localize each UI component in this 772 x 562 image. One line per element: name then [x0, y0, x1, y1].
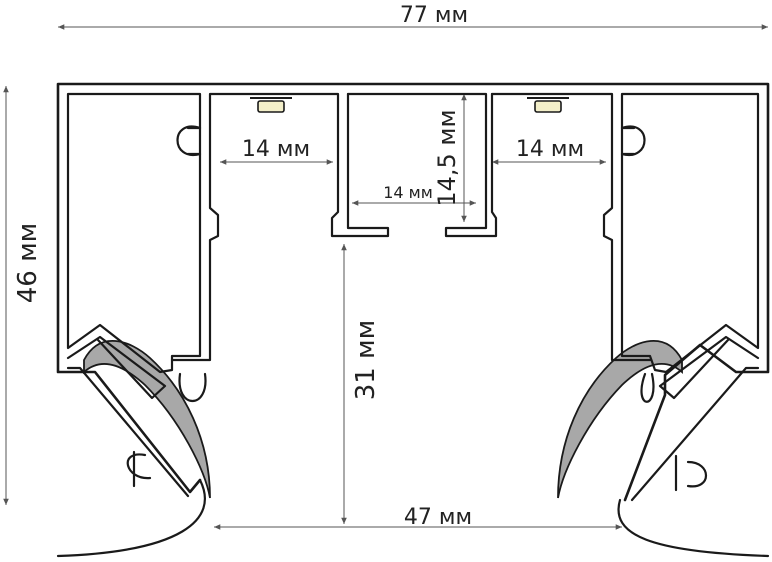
right-channel-walls — [490, 92, 760, 374]
left-diffuser — [83, 340, 211, 499]
label-right-channel: 14 мм — [516, 137, 584, 162]
right-bottom-arm — [630, 335, 760, 502]
left-led-chip — [257, 100, 285, 113]
profile-outline — [56, 82, 770, 502]
right-diffuser — [557, 340, 683, 499]
left-screw-channel-lower — [178, 372, 207, 402]
left-chamber — [66, 92, 202, 374]
right-screw-channel-upper — [620, 125, 646, 157]
label-overall-width: 77 мм — [400, 3, 468, 28]
left-screw-channel-arm — [126, 450, 152, 488]
center-slot — [346, 92, 498, 238]
right-screw-channel-lower — [640, 372, 655, 403]
label-inner-depth: 31 мм — [351, 320, 381, 401]
label-center-slot: 14 мм — [383, 183, 433, 202]
left-screw-channel-upper — [176, 125, 202, 157]
right-led-chip — [534, 100, 562, 113]
right-diffuser-tail — [617, 498, 770, 558]
right-screw-channel-arm — [674, 454, 707, 492]
label-overall-height: 46 мм — [13, 223, 43, 304]
left-diffuser-tail — [56, 478, 206, 558]
left-bottom-arm — [66, 335, 190, 498]
label-slot-depth: 14,5 мм — [433, 109, 461, 206]
left-channel-walls — [170, 92, 390, 362]
label-left-channel: 14 мм — [242, 137, 310, 162]
label-bottom-opening: 47 мм — [404, 505, 472, 530]
